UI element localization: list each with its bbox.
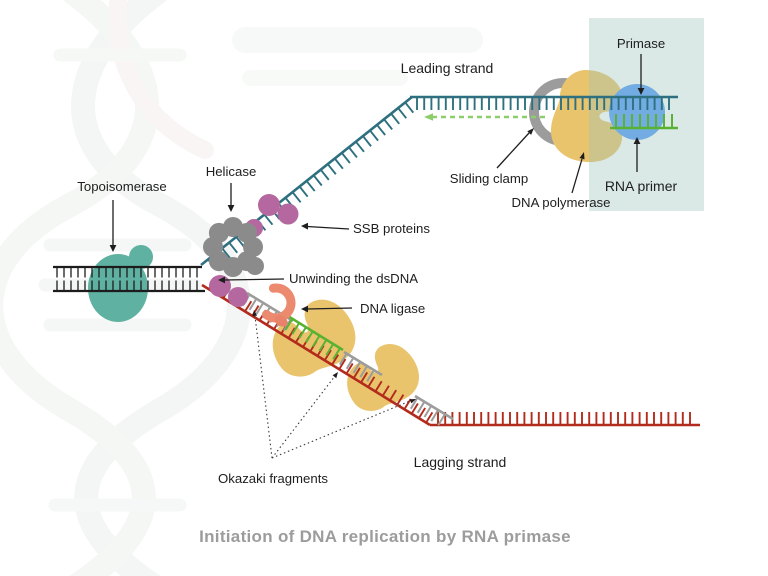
rna-primer-label: RNA primer [605,178,678,194]
dna-ligase-label: DNA ligase [360,301,425,316]
unwinding-label: Unwinding the dsDNA [289,271,418,286]
helicase-shape [203,217,264,277]
lagging-strand-template-horizontal [430,412,700,427]
parental-dsdna-bottom-strand [53,280,205,293]
dna-ligase-shape [261,283,296,327]
helicase-label: Helicase [206,164,257,179]
okazaki-pointer-lines [254,315,411,459]
primase-circle [609,84,665,140]
diagram-title: Initiation of DNA replication by RNA pri… [199,527,571,546]
lagging-strand-label: Lagging strand [414,454,507,470]
callout-arrowheads [109,88,645,313]
parental-dsdna-top-strand [53,265,202,278]
okazaki-fragment-rna-primer [277,311,344,360]
primase-label: Primase [617,36,665,51]
okazaki-fragment-2 [338,350,383,382]
callout-arrows [112,54,642,310]
leading-strand-label: Leading strand [401,60,494,76]
okazaki-pointer-heads [252,310,416,404]
replication-direction-arrow [424,113,549,121]
ssb-proteins-label: SSB proteins [353,221,430,236]
topoisomerase-shape [88,245,153,322]
sliding-clamp-label: Sliding clamp [450,171,528,186]
dna-polymerase-label: DNA polymerase [512,195,611,210]
okazaki-fragments-label: Okazaki fragments [218,471,328,486]
leading-strand-template-diagonal [200,95,415,271]
rna-primer-comb [610,114,678,130]
topoisomerase-label: Topoisomerase [77,179,166,194]
leading-strand-template-horizontal [410,95,678,110]
okazaki-fragment-3 [409,394,454,426]
